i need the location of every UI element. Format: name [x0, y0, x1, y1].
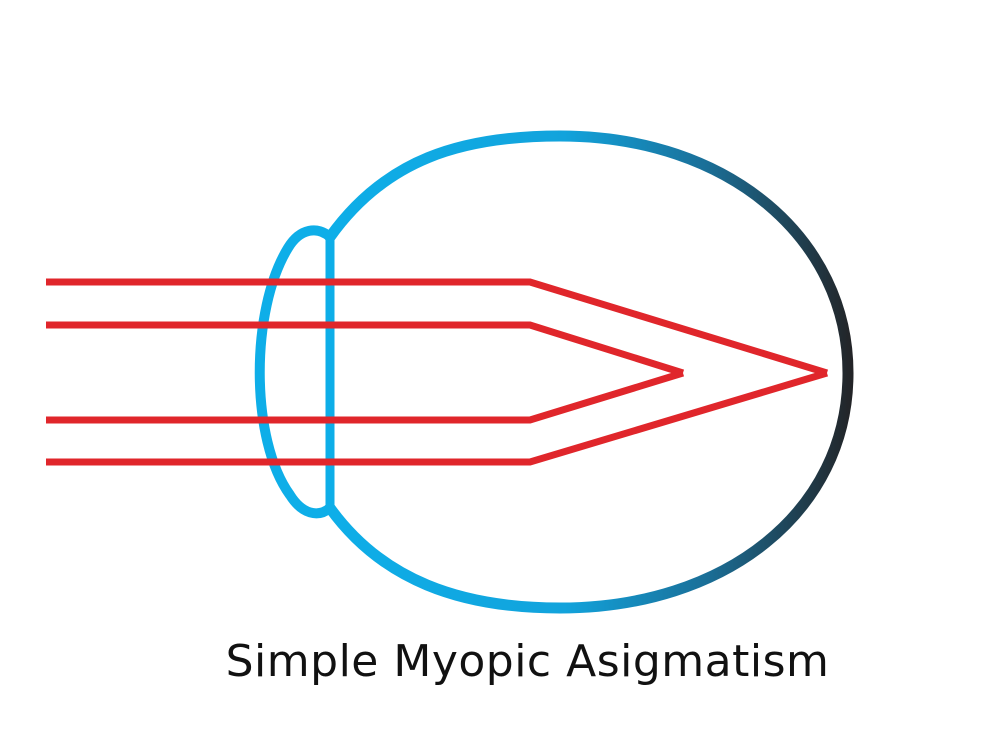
cornea [254, 225, 334, 519]
light-ray-1 [46, 278, 829, 377]
light-rays [46, 278, 829, 466]
light-ray-4 [46, 369, 829, 466]
eyeball-outline [324, 130, 854, 614]
diagram-caption: Simple Myopic Asigmatism [225, 636, 830, 687]
light-ray-3 [46, 369, 685, 424]
light-ray-2 [46, 321, 685, 377]
